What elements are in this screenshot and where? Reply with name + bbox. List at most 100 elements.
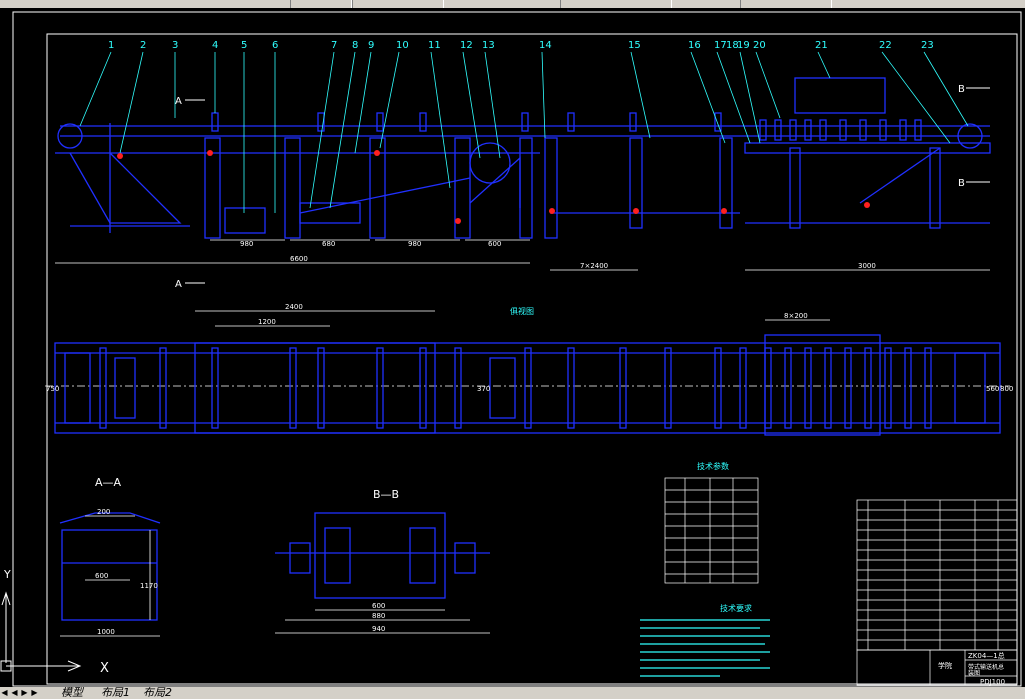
drawing-canvas[interactable]: 1 2 3 4 5 6 7 8 9 10 11 12 13 14 15 16 1… — [0, 8, 1025, 687]
callout-number: 15 — [628, 40, 641, 51]
support-leg — [369, 137, 386, 239]
parts-list — [856, 499, 1018, 651]
callout-number: 12 — [460, 40, 473, 51]
support-leg — [284, 137, 301, 239]
marker-points — [117, 150, 870, 224]
tech-table — [664, 477, 759, 584]
callout-number: 20 — [753, 40, 766, 51]
toolbar-field[interactable] — [740, 0, 832, 8]
plan-dimensions: 2400 1200 8×200 750 370 800 560 — [46, 303, 1013, 393]
section-mark-a: A — [175, 279, 182, 290]
dimension-text: 680 — [322, 240, 335, 248]
callout-number: 9 — [368, 40, 374, 51]
callout-number: 22 — [879, 40, 892, 51]
callout-number: 2 — [140, 40, 146, 51]
coupling — [454, 542, 476, 574]
toolbar-field[interactable] — [290, 0, 352, 8]
plan-block — [489, 357, 516, 419]
callout-number: 8 — [352, 40, 358, 51]
drawing-number: ZK04—1总 — [968, 651, 1005, 660]
plan-idlers — [99, 347, 932, 429]
section-aa: A—A 200 600 1000 1170 — [59, 476, 161, 637]
callout-number: 3 — [172, 40, 178, 51]
callout-number: 11 — [428, 40, 441, 51]
title-block — [856, 649, 1018, 686]
toolbar-field[interactable] — [560, 0, 672, 8]
dimension-text: 800 — [1000, 385, 1013, 393]
dimension-text: 600 — [372, 602, 385, 610]
callout-number: 23 — [921, 40, 934, 51]
dimension-text: 1000 — [97, 628, 115, 636]
plan-drive-area — [194, 342, 436, 434]
toolbar-field[interactable] — [352, 0, 444, 8]
dimension-text: 6600 — [290, 255, 308, 263]
take-up-line — [299, 177, 471, 214]
dimension-text: 940 — [372, 625, 385, 633]
dimension-text: 750 — [46, 385, 59, 393]
callout-number: 13 — [482, 40, 495, 51]
plan-hopper — [764, 334, 881, 436]
prev-tab-icon[interactable]: ◀ — [11, 688, 18, 697]
tab-layout1[interactable]: 布局1 — [101, 686, 130, 699]
dimension-text: 8×200 — [784, 312, 808, 320]
layout-tab-bar: ◀ ◀ ▶ ▶ 模型 布局1 布局2 — [0, 687, 1025, 699]
tail-support — [69, 152, 182, 224]
drawing-code: PDJ100 — [980, 678, 1005, 686]
callout-number: 19 — [737, 40, 750, 51]
dimension-text: 2400 — [285, 303, 303, 311]
section-bb: B—B 600 880 940 — [275, 488, 490, 634]
section-mark-b: B — [958, 84, 965, 95]
plan-view-label: 俱视图 — [510, 306, 534, 316]
support-leg — [544, 137, 558, 239]
callout-group: 1 2 3 4 5 6 7 8 9 10 11 12 13 14 15 16 1… — [108, 40, 934, 51]
support-leg — [929, 147, 941, 229]
support-leg — [204, 137, 221, 239]
dimension-text: 200 — [97, 508, 110, 516]
callout-number: 21 — [815, 40, 828, 51]
coupling — [289, 542, 311, 574]
drawing-frame — [46, 33, 1018, 685]
dimension-text: 880 — [372, 612, 385, 620]
hopper — [794, 77, 886, 114]
section-mark-a: A — [175, 96, 182, 107]
support-leg — [719, 137, 733, 229]
dimension-text: 980 — [408, 240, 421, 248]
idler-row — [211, 112, 922, 141]
bearing-block — [324, 527, 351, 584]
next-tab-icon[interactable]: ▶ — [21, 688, 28, 697]
toolbar-strip — [0, 0, 1025, 8]
callout-number: 4 — [212, 40, 218, 51]
school-name: 学院 — [938, 661, 952, 670]
tab-model[interactable]: 模型 — [61, 686, 83, 699]
callout-number: 17 — [714, 40, 727, 51]
tech-requirements-text — [640, 619, 770, 677]
dimension-text: 370 — [477, 385, 490, 393]
dimension-text: 600 — [488, 240, 501, 248]
section-markers: A A B B — [175, 84, 990, 290]
callout-number: 18 — [726, 40, 739, 51]
plan-pulley — [64, 352, 91, 424]
drawing-name: 带式输送机总 — [968, 663, 1004, 671]
dimension-text: 560 — [986, 385, 999, 393]
callout-number: 10 — [396, 40, 409, 51]
impact-bed — [744, 142, 991, 154]
ucs-y-label: Y — [3, 568, 11, 581]
section-aa-title: A—A — [95, 476, 122, 489]
last-tab-icon[interactable]: ▶ — [31, 688, 38, 697]
dimension-text: 980 — [240, 240, 253, 248]
sheet-border — [12, 11, 1022, 687]
callout-number: 6 — [272, 40, 278, 51]
dimension-text: 3000 — [858, 262, 876, 270]
callout-number: 7 — [331, 40, 337, 51]
leader-lines — [79, 51, 969, 213]
tech-table-title: 技术参数 — [697, 461, 729, 471]
dimension-text: 1200 — [258, 318, 276, 326]
support-leg — [629, 137, 643, 229]
tab-layout2[interactable]: 布局2 — [143, 686, 172, 699]
plan-pulley — [954, 352, 986, 424]
trough-idler — [59, 512, 161, 524]
brace — [469, 156, 521, 208]
callout-number: 14 — [539, 40, 552, 51]
first-tab-icon[interactable]: ◀ — [1, 688, 8, 697]
section-mark-b: B — [958, 178, 965, 189]
